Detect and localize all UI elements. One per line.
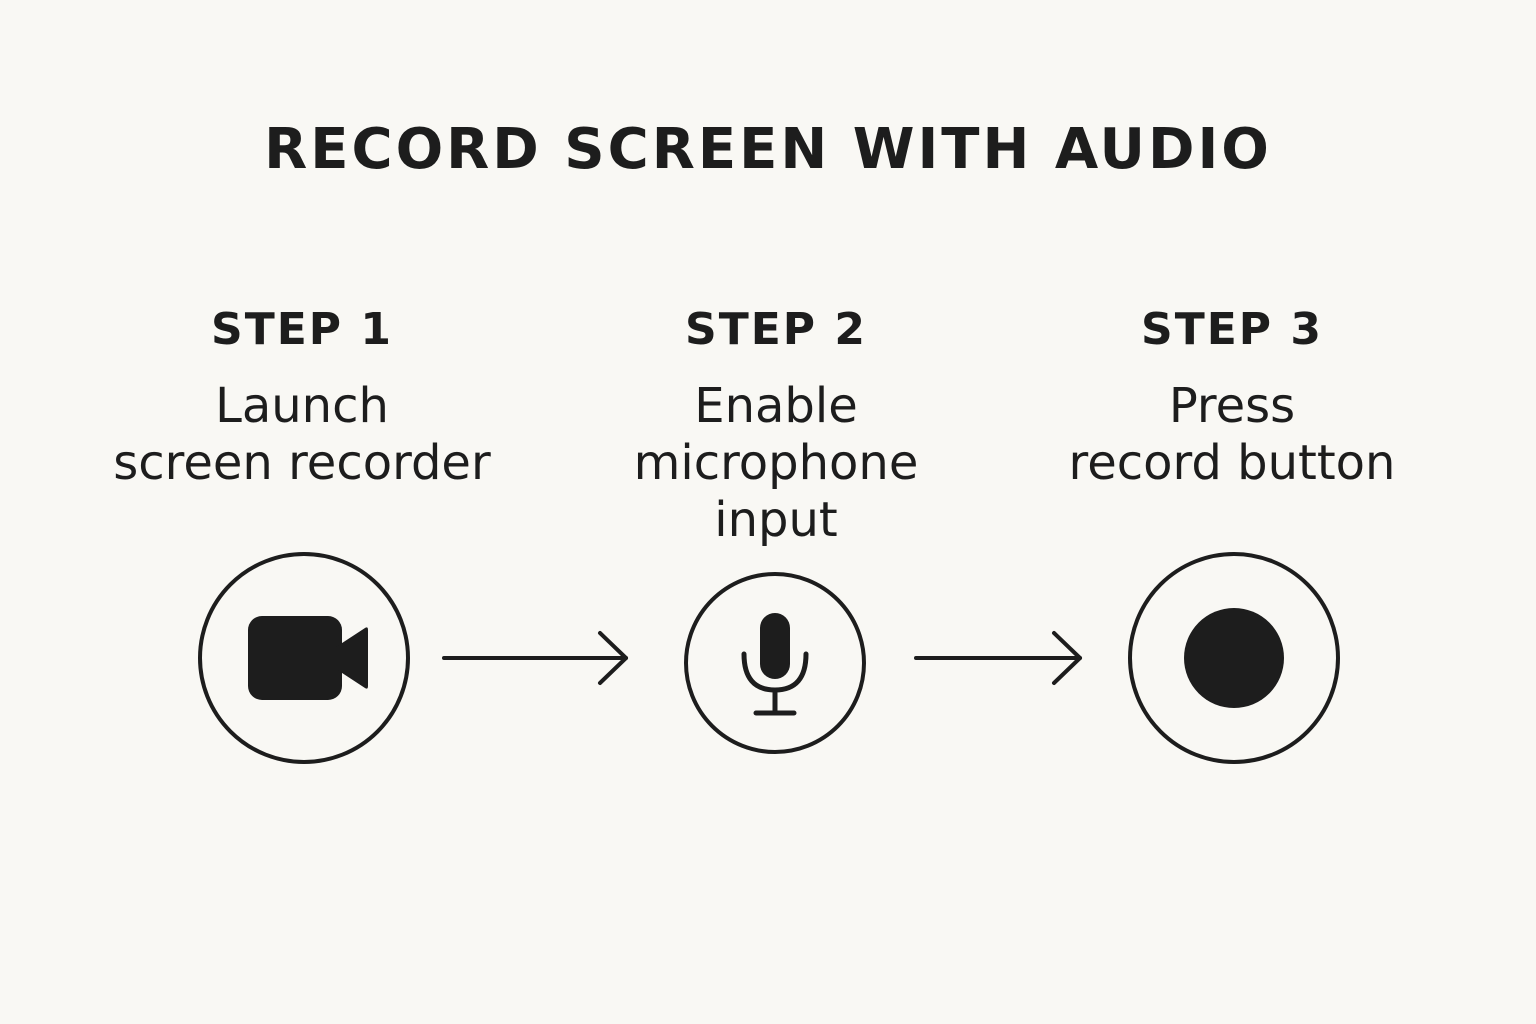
arrow-right-icon [914,631,1082,685]
step-2: STEP 2 Enable microphone input [536,300,1016,549]
arrow-right-icon [442,631,628,685]
record-icon [1184,608,1284,708]
step-1-description: Launch screen recorder [113,378,491,491]
step-2-description: Enable microphone input [633,378,919,548]
step-3-label: STEP 3 [1141,304,1323,355]
arrow-step-2-to-3 [914,628,1086,688]
step-1: STEP 1 Launch screen recorder [62,300,542,492]
step-1-label: STEP 1 [211,304,393,355]
page-title: RECORD SCREEN WITH AUDIO [264,117,1272,182]
step-3-icon-circle [1128,552,1340,764]
step-2-label: STEP 2 [685,304,867,355]
step-1-icon-circle [198,552,410,764]
arrow-step-1-to-2 [442,628,634,688]
step-3: STEP 3 Press record button [992,300,1472,492]
video-camera-icon [248,616,368,700]
step-3-description: Press record button [1068,378,1396,491]
step-2-icon-circle [684,572,866,754]
microphone-icon [741,613,809,716]
